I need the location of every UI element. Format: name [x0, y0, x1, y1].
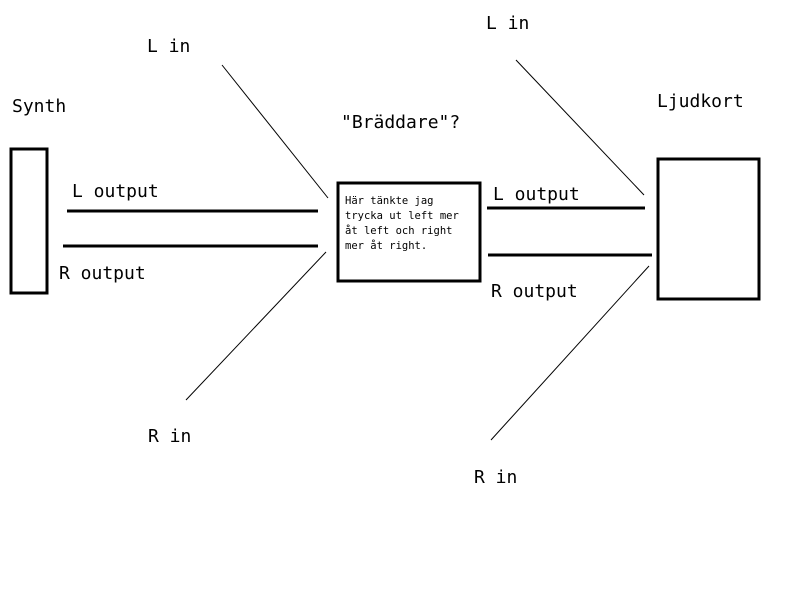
left-l-in-line [221, 64, 329, 199]
left-r-in-line [185, 251, 327, 401]
braddare-title: "Bräddare"? [341, 112, 461, 133]
right-l-in-line [515, 59, 645, 196]
left-r-in-label: R in [148, 426, 192, 447]
synth-r-output-label: R output [59, 263, 146, 284]
note-line: mer åt right. [345, 240, 428, 252]
ljudkort-box [656, 157, 761, 301]
synth-box [9, 147, 49, 295]
note-line: Här tänkte jag [345, 195, 434, 207]
note-line: trycka ut left mer [345, 210, 459, 222]
braddare-box [336, 181, 482, 283]
right-l-in-label: L in [486, 13, 530, 34]
right-r-in-line [490, 265, 650, 441]
right-r-in-label: R in [474, 467, 518, 488]
synth-l-output-label: L output [72, 181, 159, 202]
left-l-in-label: L in [147, 36, 191, 57]
note-line: åt left och right [345, 225, 453, 237]
ljudkort-label: Ljudkort [657, 91, 744, 112]
right-l-output-label: L output [493, 184, 580, 205]
braddare-note: Här tänkte jag trycka ut left mer åt lef… [345, 194, 477, 254]
synth-label: Synth [12, 96, 67, 117]
right-r-output-label: R output [491, 281, 578, 302]
